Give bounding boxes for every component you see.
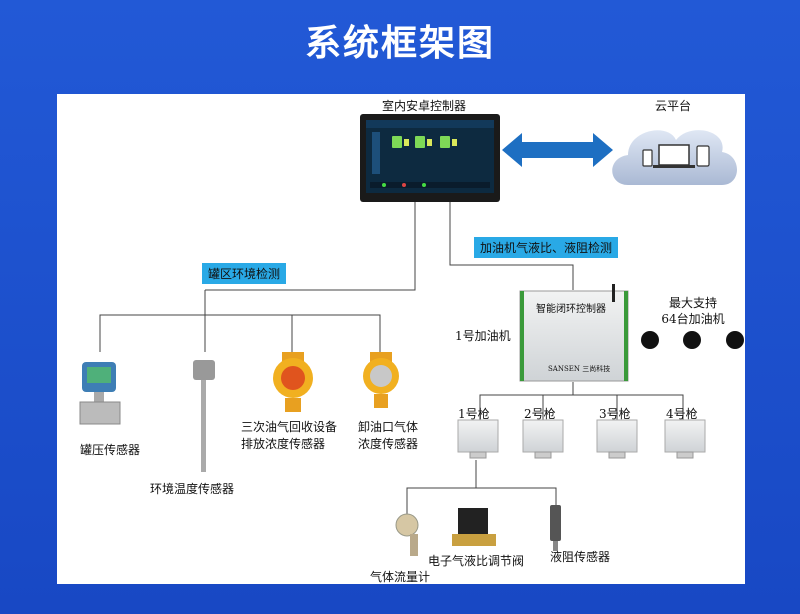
cloud-label: 云平台	[655, 99, 692, 113]
gun-1-label: 1号枪	[458, 407, 490, 421]
double-arrow	[502, 133, 613, 167]
dispenser-dots	[641, 331, 744, 349]
gas-flow-meter	[395, 513, 419, 556]
resistance-sensor	[550, 505, 561, 551]
connection-lines	[99, 198, 684, 515]
vapor-recovery-sensor	[273, 352, 313, 412]
unloading-gas-sensor	[363, 352, 399, 408]
page-title: 系统框架图	[304, 23, 495, 64]
cloud-icon	[612, 130, 737, 185]
electronic-valve	[452, 508, 496, 546]
max-support-line1: 最大支持	[668, 296, 717, 310]
unload-label-1: 卸油口气体	[358, 420, 419, 434]
dispenser-1-label: 1号加油机	[455, 329, 511, 343]
al-ratio-tag: 加油机气液比、液阻检测	[474, 237, 619, 258]
max-support-line2: 64台加油机	[661, 312, 725, 326]
tank-env-tag: 罐区环境检测	[202, 263, 287, 284]
resistance-label: 液阻传感器	[550, 550, 611, 564]
gun-4-label: 4号枪	[666, 407, 698, 421]
gas-flow-label: 气体流量计	[370, 570, 431, 584]
gun-boxes	[457, 419, 706, 453]
tank-pressure-label: 罐压传感器	[80, 443, 141, 457]
vapor-recovery-label-1: 三次油气回收设备	[241, 420, 338, 434]
closed-loop-brand: SANSEN 三尚科技	[548, 365, 611, 373]
unload-label-2: 浓度传感器	[358, 437, 419, 451]
env-temp-label: 环境温度传感器	[150, 482, 235, 496]
vapor-recovery-label-2: 排放浓度传感器	[241, 437, 326, 451]
environment-temperature-sensor	[193, 360, 215, 472]
valve-label: 电子气液比调节阀	[428, 554, 525, 568]
closed-loop-controller-box	[519, 284, 629, 382]
android-controller	[360, 114, 500, 202]
tank-pressure-sensor	[79, 362, 121, 425]
gun-3-label: 3号枪	[599, 407, 631, 421]
closed-loop-label: 智能闭环控制器	[536, 304, 606, 315]
controller-label: 室内安卓控制器	[382, 99, 467, 113]
gun-2-label: 2号枪	[524, 407, 556, 421]
